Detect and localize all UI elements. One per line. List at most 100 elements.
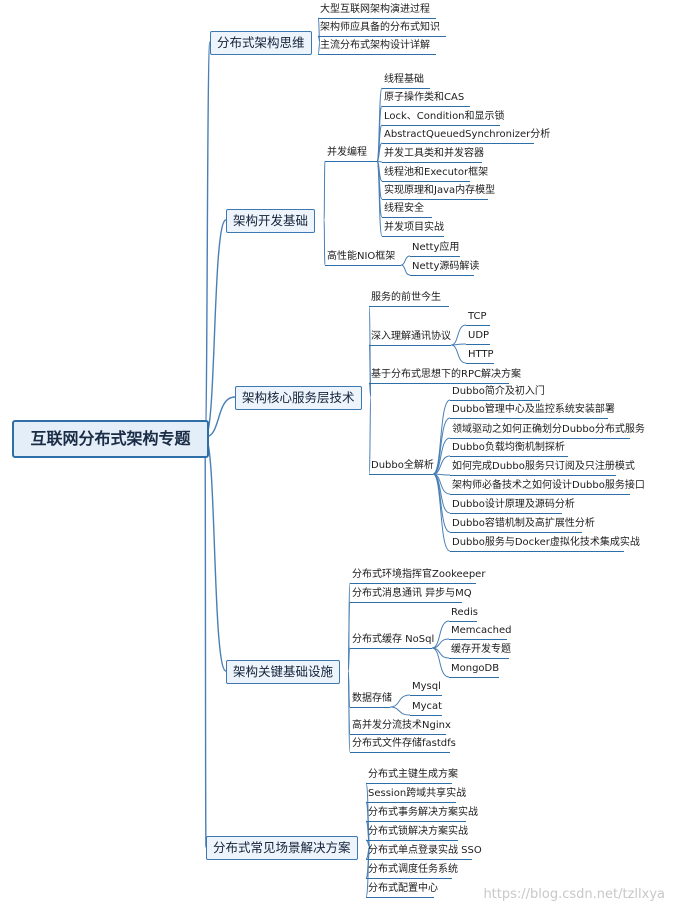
- node-underline: [450, 513, 562, 514]
- node-underline: [318, 18, 436, 19]
- node-underline: [350, 602, 462, 603]
- topic-node: 分布式缓存 NoSql: [352, 634, 435, 645]
- topic-node: 分布式主键生成方案: [368, 769, 458, 780]
- topic-node: 分布式锁解决方案实战: [368, 826, 468, 837]
- subtopic-node: MongoDB: [451, 663, 500, 674]
- subtopic-node: 线程基础: [384, 74, 424, 85]
- connector: [347, 647, 351, 672]
- node-underline: [382, 143, 534, 144]
- node-underline: [450, 456, 568, 457]
- node-underline: [369, 383, 509, 384]
- subtopic-node: UDP: [468, 330, 490, 341]
- subtopic-node: 领域驱动之如何正确划分Dubbo分布式服务: [452, 424, 645, 435]
- topic-node: 高并发分流技术Nginx: [352, 720, 451, 731]
- branch-topic: 分布式架构思维: [210, 31, 312, 55]
- subtopic-node: Dubbo负载均衡机制探析: [452, 442, 565, 453]
- node-underline: [366, 783, 452, 784]
- subtopic-node: Lock、Condition和显示锁: [384, 111, 505, 122]
- topic-node: 分布式环境指挥官Zookeeper: [352, 569, 486, 580]
- node-underline: [382, 162, 482, 163]
- subtopic-node: Mysql: [412, 681, 441, 692]
- node-underline: [325, 265, 401, 266]
- branch-topic: 架构核心服务层技术: [235, 386, 362, 410]
- node-underline: [366, 821, 466, 822]
- node-underline: [366, 859, 472, 860]
- node-underline: [410, 256, 460, 257]
- node-underline: [382, 125, 500, 126]
- node-underline: [350, 707, 390, 708]
- subtopic-node: HTTP: [468, 349, 494, 360]
- subtopic-node: Dubbo服务与Docker虚拟化技术集成实战: [452, 537, 640, 548]
- connector: [431, 647, 450, 678]
- connector: [400, 264, 411, 276]
- node-underline: [450, 400, 540, 401]
- node-underline: [366, 840, 458, 841]
- node-underline: [318, 36, 446, 37]
- node-underline: [450, 438, 630, 439]
- connector: [376, 160, 383, 237]
- node-underline: [450, 494, 630, 495]
- node-underline: [382, 217, 432, 218]
- topic-node: 主流分布式架构设计详解: [320, 40, 430, 51]
- connector: [365, 846, 371, 898]
- connector: [347, 670, 351, 753]
- node-underline: [466, 363, 494, 364]
- connector: [450, 344, 467, 364]
- branch-topic: 架构开发基础: [226, 209, 316, 233]
- subtopic-node: 线程安全: [384, 203, 424, 214]
- node-underline: [382, 106, 470, 107]
- connector: [389, 694, 411, 708]
- branch-topic: 架构关键基础设施: [226, 660, 341, 684]
- subtopic-node: 如何完成Dubbo服务只订阅及只注册模式: [452, 461, 635, 472]
- node-underline: [369, 345, 451, 346]
- subtopic-node: TCP: [468, 311, 487, 322]
- topic-node: Dubbo全解析: [371, 460, 434, 471]
- topic-node: 服务的前世今生: [371, 292, 441, 303]
- subtopic-node: 实现原理和Java内存模型: [384, 185, 496, 196]
- connector: [204, 436, 207, 848]
- topic-node: 高性能NIO框架: [327, 251, 396, 262]
- branch-topic: 分布式常见场景解决方案: [206, 836, 358, 860]
- connector: [317, 41, 321, 55]
- root-topic: 互联网分布式架构专题: [12, 420, 209, 458]
- connector: [368, 396, 372, 475]
- subtopic-node: AbstractQueuedSynchronizer分析: [384, 129, 551, 140]
- node-underline: [350, 583, 476, 584]
- node-underline: [449, 621, 477, 622]
- node-underline: [449, 658, 509, 659]
- subtopic-node: Redis: [451, 607, 478, 618]
- topic-node: 架构师应具备的分布式知识: [320, 22, 440, 33]
- node-underline: [450, 418, 608, 419]
- node-underline: [410, 275, 474, 276]
- node-underline: [466, 325, 490, 326]
- node-underline: [350, 752, 450, 753]
- subtopic-node: 线程池和Executor框架: [384, 167, 489, 178]
- topic-node: 分布式消息通讯 异步与MQ: [352, 588, 472, 599]
- topic-node: 深入理解通讯协议: [371, 331, 451, 342]
- topic-node: 分布式调度任务系统: [368, 864, 458, 875]
- connector: [432, 417, 451, 475]
- subtopic-node: Dubbo容错机制及高扩展性分析: [452, 518, 595, 529]
- subtopic-node: 并发工具类和并发容器: [384, 148, 484, 159]
- node-underline: [449, 639, 507, 640]
- node-underline: [366, 897, 434, 898]
- connector: [389, 706, 411, 716]
- subtopic-node: Dubbo设计原理及源码分析: [452, 499, 575, 510]
- connector: [204, 436, 227, 672]
- connector: [450, 324, 467, 346]
- node-underline: [366, 878, 452, 879]
- node-underline: [450, 551, 624, 552]
- connector: [204, 219, 227, 438]
- node-underline: [410, 695, 442, 696]
- node-underline: [382, 88, 430, 89]
- subtopic-node: Dubbo管理中心及监控系统安装部署: [452, 404, 615, 415]
- subtopic-node: 架构师必备技术之如何设计Dubbo服务接口: [452, 480, 645, 491]
- node-underline: [382, 236, 444, 237]
- connector: [204, 41, 211, 438]
- topic-node: 分布式单点登录实战 SSO: [368, 845, 482, 856]
- subtopic-node: 并发项目实战: [384, 222, 444, 233]
- node-underline: [466, 344, 490, 345]
- connector: [432, 473, 451, 552]
- watermark: https://blog.csdn.net/tzllxya: [483, 887, 665, 902]
- node-underline: [369, 306, 449, 307]
